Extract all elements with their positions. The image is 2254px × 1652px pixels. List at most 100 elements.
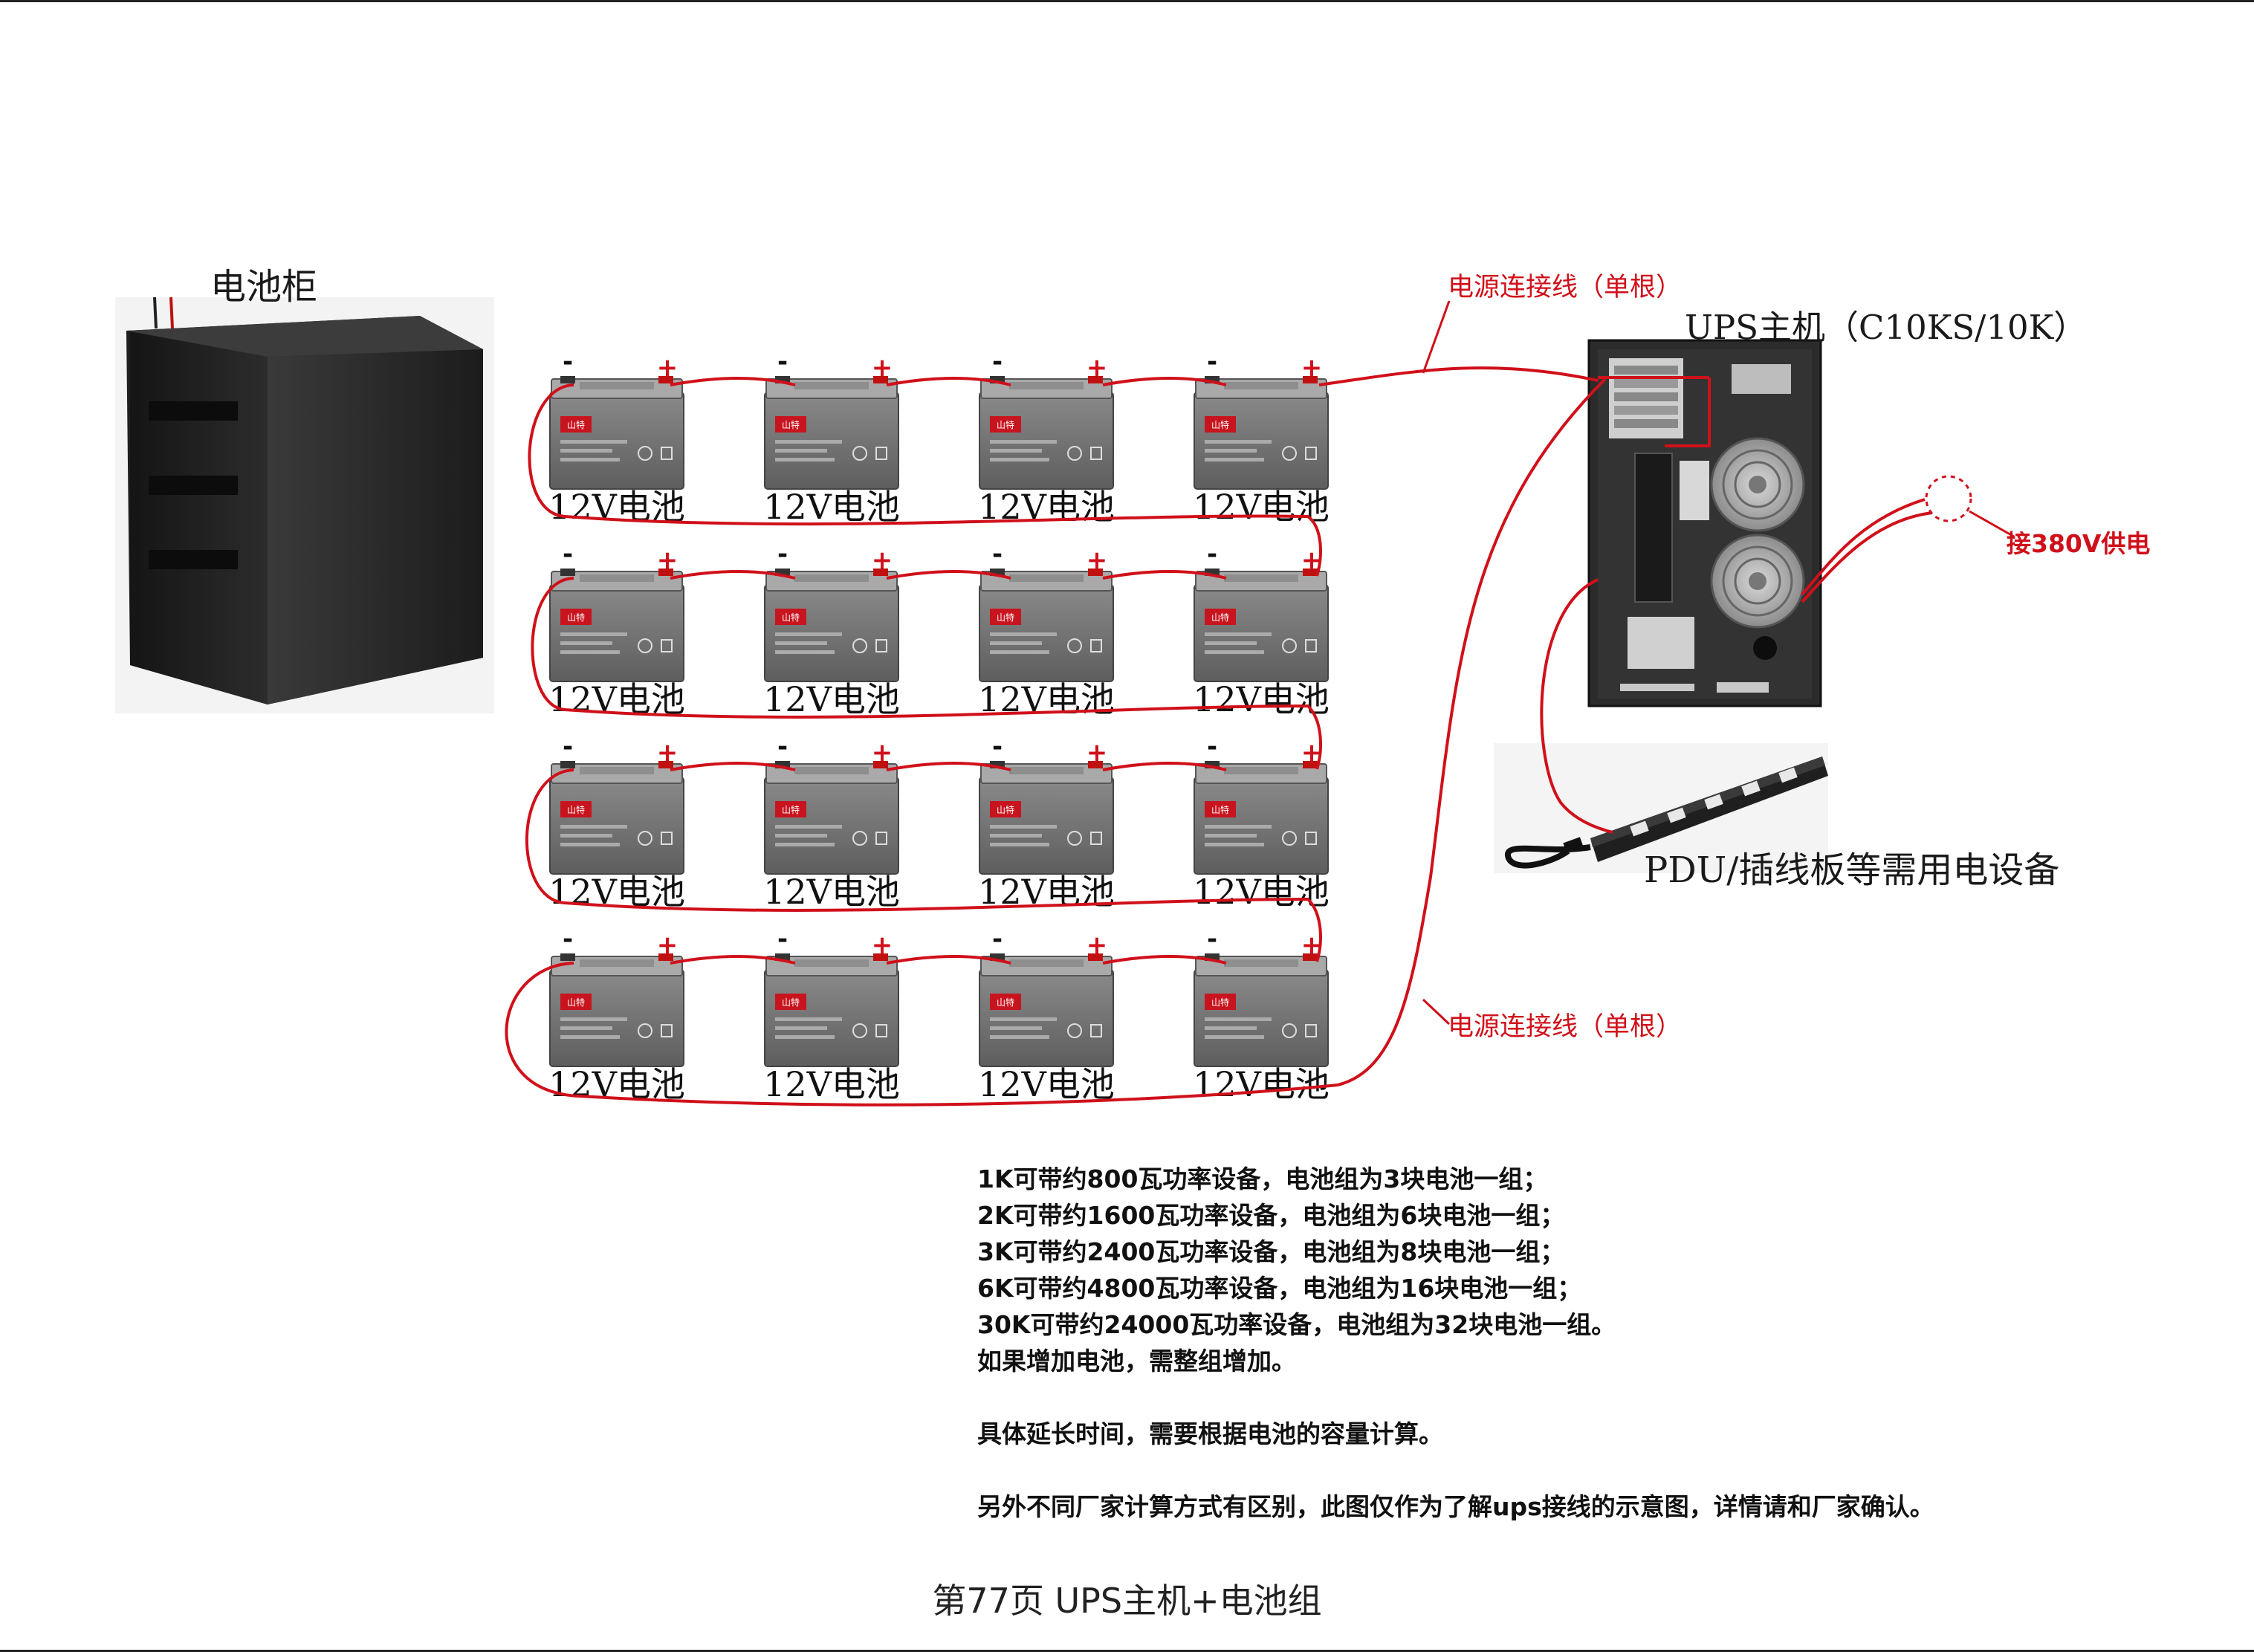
terminal-minus: - bbox=[1207, 732, 1217, 762]
note-line: 1K可带约800瓦功率设备，电池组为3块电池一组； bbox=[977, 1165, 1548, 1193]
note-line: 2K可带约1600瓦功率设备，电池组为6块电池一组； bbox=[977, 1201, 1565, 1230]
battery-3-1: 山特-+12V电池 bbox=[548, 732, 685, 912]
battery-brand: 山特 bbox=[782, 997, 800, 1008]
battery-3-2: 山特-+12V电池 bbox=[763, 732, 900, 912]
ups-unit bbox=[1587, 339, 1822, 707]
terminal-plus: + bbox=[1086, 545, 1108, 575]
battery-4-4: 山特-+12V电池 bbox=[1193, 924, 1330, 1104]
battery-label: 12V电池 bbox=[1193, 487, 1330, 527]
terminal-plus: + bbox=[1086, 353, 1108, 383]
bottom-rule bbox=[0, 1650, 2254, 1652]
terminal-plus: + bbox=[657, 353, 679, 383]
battery-3-3: 山特-+12V电池 bbox=[978, 732, 1115, 912]
battery-brand: 山特 bbox=[567, 804, 585, 815]
note-line: 30K可带约24000瓦功率设备，电池组为32块电池一组。 bbox=[977, 1310, 1616, 1339]
terminal-plus: + bbox=[1301, 353, 1323, 383]
power-cable-top-label: 电源连接线（单根） bbox=[1448, 273, 1683, 302]
battery-brand: 山特 bbox=[1211, 612, 1229, 623]
terminal-plus: + bbox=[872, 545, 893, 575]
terminal-minus: - bbox=[992, 732, 1003, 762]
battery-1-4: 山特 - +12V电池 bbox=[1193, 347, 1330, 527]
series-wire-row2 bbox=[670, 570, 1227, 580]
pdu-strip bbox=[1494, 743, 1828, 873]
battery-brand: 山特 bbox=[782, 419, 800, 430]
battery-brand: 山特 bbox=[997, 804, 1014, 815]
cabinet-label: 电池柜 bbox=[210, 266, 318, 308]
battery-brand: 山特 bbox=[567, 419, 585, 430]
terminal-minus: - bbox=[563, 924, 573, 954]
wiring bbox=[505, 300, 2015, 1107]
leader-line-bottom bbox=[1422, 998, 1451, 1026]
terminal-minus: - bbox=[563, 540, 573, 569]
note-line: 6K可带约4800瓦功率设备，电池组为16块电池一组； bbox=[977, 1274, 1582, 1303]
battery-label: 12V电池 bbox=[763, 1064, 900, 1104]
battery-label: 12V电池 bbox=[978, 1064, 1115, 1104]
leader-line-supply bbox=[1969, 510, 2015, 538]
notes-gap bbox=[977, 1452, 2166, 1489]
terminal-minus: - bbox=[777, 347, 788, 377]
pdu-label: PDU/插线板等需用电设备 bbox=[1644, 849, 2060, 891]
battery-label: 12V电池 bbox=[1193, 679, 1330, 719]
series-wire-row1 bbox=[670, 377, 1227, 386]
terminal-minus: - bbox=[1207, 347, 1217, 377]
battery-brand: 山特 bbox=[1211, 997, 1229, 1008]
battery-brand: 山特 bbox=[782, 804, 800, 815]
battery-4-3: 山特 - +12V电池 bbox=[978, 924, 1115, 1104]
terminal-minus: - bbox=[777, 540, 788, 569]
terminal-plus: + bbox=[872, 353, 893, 383]
terminal-plus: + bbox=[1086, 930, 1108, 960]
note-line: 3K可带约2400瓦功率设备，电池组为8块电池一组； bbox=[977, 1237, 1565, 1266]
battery-brand: 山特 bbox=[567, 997, 585, 1008]
battery-label: 12V电池 bbox=[1193, 872, 1330, 912]
terminal-plus: + bbox=[657, 738, 679, 768]
notes-block: 1K可带约800瓦功率设备，电池组为3块电池一组； 2K可带约1600瓦功率设备，… bbox=[977, 1161, 2166, 1525]
battery-2-3: 山特-+12V电池 bbox=[978, 540, 1115, 719]
terminal-minus: - bbox=[777, 732, 788, 762]
battery-brand: 山特 bbox=[1211, 804, 1229, 815]
battery-brand: 山特 bbox=[567, 612, 585, 623]
battery-1-2: 山特 - +12V电池 bbox=[763, 347, 900, 527]
terminal-minus: - bbox=[563, 732, 573, 762]
battery-cabinet bbox=[115, 297, 494, 713]
battery-array: 山特-+12V电池山特-+12V电池山特-+12V电池山特-+12V电池山特-+… bbox=[548, 347, 1330, 1104]
battery-brand: 山特 bbox=[997, 997, 1014, 1008]
notes-gap bbox=[977, 1379, 2166, 1416]
wire-row3-return bbox=[525, 768, 1322, 962]
battery-2-4: 山特-+12V电池 bbox=[1193, 540, 1330, 719]
terminal-plus: + bbox=[872, 738, 893, 768]
battery-1-1: 山特-+12V电池 bbox=[548, 347, 685, 527]
battery-4-1: 山特-+12V电池 bbox=[548, 924, 685, 1104]
power-cable-bottom bbox=[1337, 378, 1607, 1086]
terminal-minus: - bbox=[1207, 540, 1217, 569]
battery-brand: 山特 bbox=[997, 419, 1014, 430]
series-wire-row4 bbox=[670, 955, 1227, 965]
wire-row4-return bbox=[505, 962, 1338, 1107]
top-rule bbox=[0, 0, 2254, 2]
terminal-plus: + bbox=[657, 545, 679, 575]
ups-to-pdu-cable bbox=[1540, 578, 1613, 834]
battery-label: 12V电池 bbox=[1193, 1064, 1330, 1104]
battery-1-3: 山特-+12V电池 bbox=[978, 347, 1115, 527]
battery-label: 12V电池 bbox=[763, 487, 900, 527]
wire-row2-return bbox=[531, 577, 1322, 770]
note-line: 另外不同厂家计算方式有区别，此图仅作为了解ups接线的示意图，详情请和厂家确认。 bbox=[977, 1492, 1934, 1521]
battery-brand: 山特 bbox=[1211, 419, 1229, 430]
note-line: 具体延长时间，需要根据电池的容量计算。 bbox=[977, 1419, 1443, 1448]
battery-2-1: 山特-+12V电池 bbox=[548, 540, 685, 719]
terminal-minus: - bbox=[777, 924, 788, 954]
terminal-plus: + bbox=[1086, 738, 1108, 768]
battery-2-2: 山特-+12V电池 bbox=[763, 540, 900, 719]
terminal-minus: - bbox=[992, 924, 1003, 954]
terminal-plus: + bbox=[657, 930, 679, 960]
note-line: 如果增加电池，需整组增加。 bbox=[977, 1347, 1296, 1376]
terminal-minus: - bbox=[1207, 924, 1217, 954]
battery-4-2: 山特-+12V电池 bbox=[763, 924, 900, 1104]
battery-3-4: 山特-+12V电池 bbox=[1193, 732, 1330, 912]
page-caption: 第77页 UPS主机+电池组 bbox=[932, 1581, 1322, 1621]
power-cable-bottom-label: 电源连接线（单根） bbox=[1448, 1012, 1683, 1042]
terminal-minus: - bbox=[992, 540, 1003, 569]
battery-brand: 山特 bbox=[782, 612, 800, 623]
terminal-minus: - bbox=[992, 347, 1003, 377]
